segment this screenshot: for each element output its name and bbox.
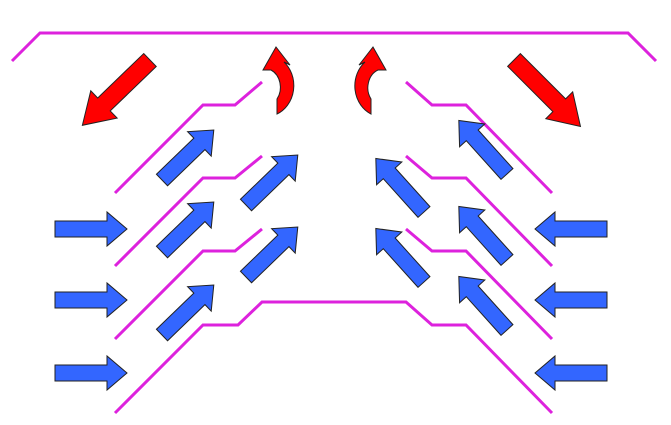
rotation-arrows	[262, 46, 387, 115]
guide-lines	[10, 31, 658, 415]
arrow-down-right-red-icon	[500, 46, 595, 141]
arrow-right-icon	[54, 211, 128, 247]
arrow-up-left-icon	[362, 216, 438, 294]
arrow-up-left-icon	[445, 194, 521, 272]
outflow-arrows	[68, 45, 595, 141]
arrow-up-left-icon	[362, 146, 438, 224]
right-inflow-arrows	[534, 211, 608, 391]
arrow-up-right-icon	[149, 272, 227, 348]
left-guide-vane-2	[113, 154, 263, 268]
left-inflow-arrows	[54, 211, 128, 391]
arrow-down-left-red-icon	[68, 45, 164, 140]
arrow-left-icon	[534, 355, 608, 391]
roof-line	[10, 31, 658, 63]
right-guide-vane-2	[405, 154, 554, 268]
arrow-up-right-icon	[233, 214, 311, 290]
arrow-left-icon	[534, 282, 608, 318]
right-guide-vane-1	[405, 80, 554, 195]
arrow-left-icon	[534, 211, 608, 247]
bottom-guide-channel	[113, 300, 554, 415]
arrow-up-right-icon	[149, 117, 227, 193]
right-guided-flow-arrows	[362, 108, 521, 342]
arrow-up-right-icon	[149, 189, 227, 265]
left-guide-vane-3	[113, 227, 263, 341]
right-guide-vane-3	[405, 227, 554, 341]
arrow-up-right-icon	[233, 142, 311, 218]
curved-arrow-left-icon	[262, 46, 295, 115]
arrow-right-icon	[54, 282, 128, 318]
arrow-right-icon	[54, 355, 128, 391]
left-guide-vane-1	[113, 80, 263, 195]
left-guided-flow-arrows	[149, 117, 311, 348]
arrow-up-left-icon	[445, 264, 521, 342]
curved-arrow-right-icon	[354, 46, 387, 115]
